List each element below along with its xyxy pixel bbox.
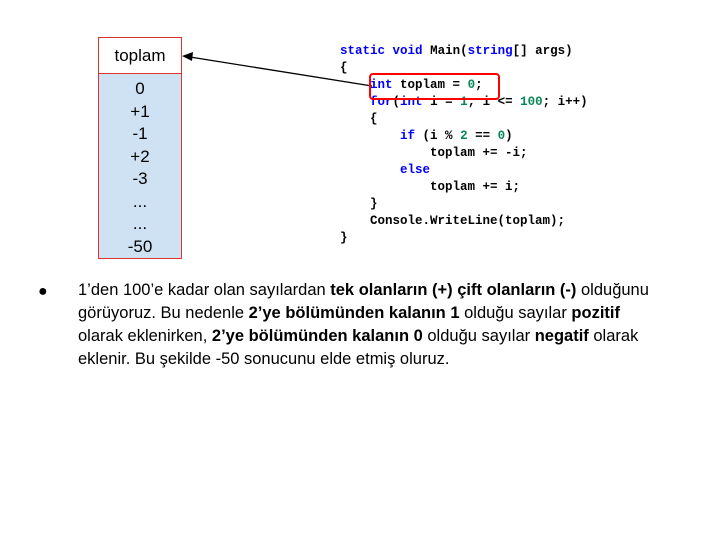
- code-line: }: [370, 197, 378, 211]
- declaration-highlight: [369, 73, 500, 100]
- value-item: ...: [132, 191, 148, 211]
- code-line: Console.WriteLine(toplam);: [370, 214, 566, 228]
- code-line: toplam += i;: [430, 180, 521, 194]
- variable-box: toplam 0 +1 -1 +2 -3 ... ... -50: [98, 37, 182, 259]
- variable-values: 0 +1 -1 +2 -3 ... ... -50: [99, 74, 181, 258]
- code-line: toplam += -i;: [430, 146, 528, 160]
- code-line: {: [340, 61, 348, 75]
- variable-name: toplam: [99, 38, 181, 74]
- explanation-paragraph: 1’den 100’e kadar olan sayılardan tek ol…: [78, 281, 649, 368]
- code-line: if (i % 2 == 0): [400, 129, 513, 143]
- code-line: int toplam = 0;: [370, 78, 483, 92]
- value-item: ...: [132, 214, 148, 233]
- code-line: static void Main(string[] args): [340, 44, 573, 58]
- value-item: +1: [130, 101, 150, 121]
- value-item: +2: [130, 146, 150, 166]
- bullet-icon: ●: [38, 283, 48, 300]
- value-item: 0: [135, 79, 145, 98]
- code-line: {: [370, 112, 378, 126]
- code-line: else: [400, 163, 431, 177]
- value-item: -3: [132, 169, 148, 188]
- code-line: }: [340, 231, 348, 245]
- value-item: -1: [132, 124, 148, 143]
- value-item: -50: [127, 236, 153, 256]
